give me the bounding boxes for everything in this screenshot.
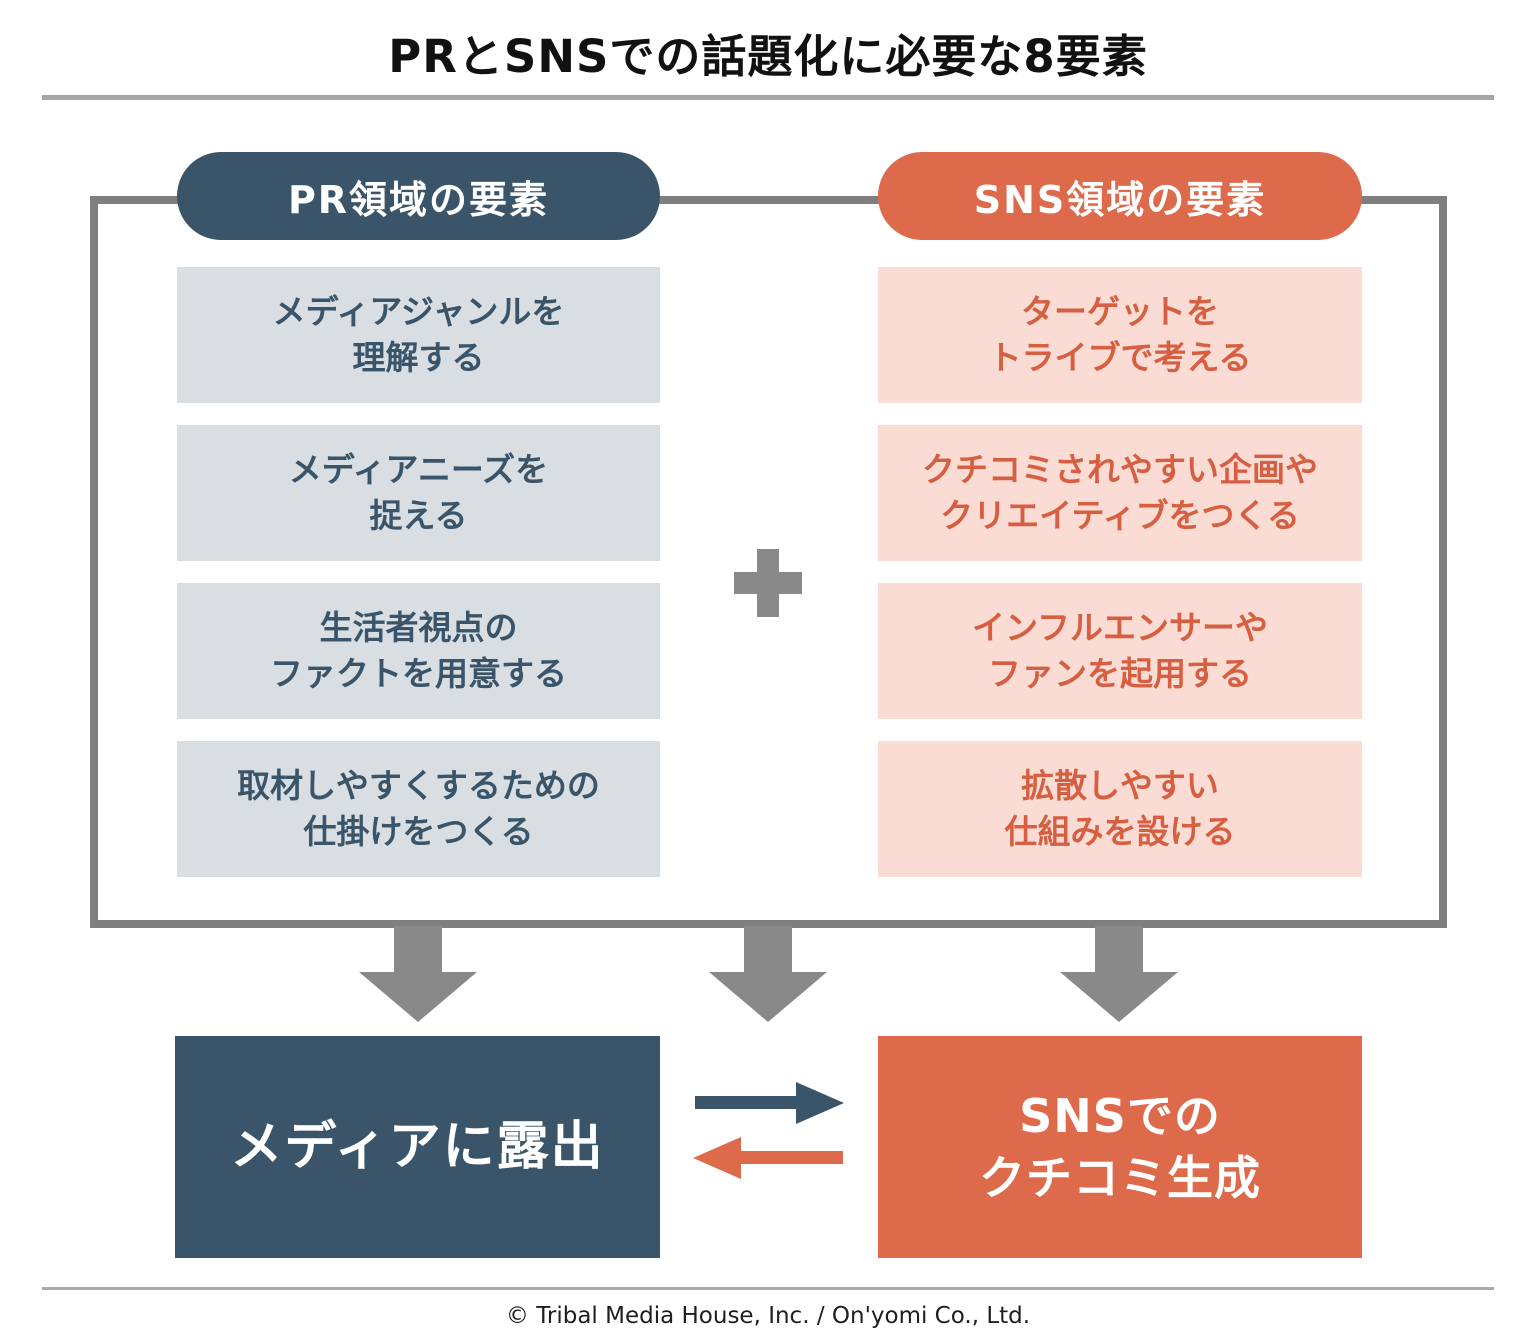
sns-item-3: インフルエンサーや ファンを起用する [878, 583, 1362, 719]
pr-item-4: 取材しやすくするための 仕掛けをつくる [177, 741, 660, 877]
sns-item-2-line2: クリエイティブをつくる [940, 496, 1300, 535]
sns-word-of-mouth-box: SNSでの クチコミ生成 [878, 1036, 1362, 1258]
left-arrow-icon [739, 1151, 843, 1164]
sns-item-2-line1: クチコミされやすい企画や [922, 450, 1318, 490]
right-arrow-icon [695, 1096, 799, 1109]
footer-copyright: © Tribal Media House, Inc. / On'yomi Co.… [505, 1303, 1031, 1329]
page-title: PRとSNSでの話題化に必要な8要素 [388, 30, 1148, 83]
sns-word-of-mouth-line1: SNSでの [1019, 1088, 1221, 1143]
sns-section-header-label: SNS領域の要素 [973, 177, 1267, 222]
plus-icon [734, 549, 802, 617]
pr-item-2-line2: 捉える [369, 496, 468, 535]
sns-section-header: SNS領域の要素 [878, 152, 1362, 240]
sns-item-4-line1: 拡散しやすい [1021, 766, 1219, 806]
pr-item-3-line1: 生活者視点の [319, 608, 518, 648]
pr-item-4-line1: 取材しやすくするための [237, 766, 600, 806]
pr-item-2: メディアニーズを 捉える [177, 425, 660, 561]
footer-divider [42, 1287, 1494, 1290]
pr-item-1-line2: 理解する [352, 338, 485, 377]
plus-icon-horizontal-bar [734, 572, 802, 594]
sns-item-1: ターゲットを トライブで考える [878, 267, 1362, 403]
pr-item-2-line1: メディアニーズを [288, 450, 549, 490]
left-arrow-icon-head [693, 1137, 741, 1179]
pr-item-3: 生活者視点の ファクトを用意する [177, 583, 660, 719]
pr-item-1: メディアジャンルを 理解する [177, 267, 660, 403]
sns-item-3-line2: ファンを起用する [988, 654, 1252, 693]
sns-item-3-line1: インフルエンサーや [971, 608, 1268, 648]
sns-item-1-line1: ターゲットを [1021, 292, 1219, 332]
pr-item-3-line2: ファクトを用意する [270, 654, 567, 693]
pr-section-header: PR領域の要素 [177, 152, 660, 240]
media-exposure-box: メディアに露出 [175, 1036, 660, 1258]
pr-item-1-line1: メディアジャンルを [272, 292, 565, 332]
sns-item-4-line2: 仕組みを設ける [1004, 812, 1236, 851]
pr-section-header-label: PR領域の要素 [287, 177, 550, 222]
sns-word-of-mouth-line2: クチコミ生成 [979, 1151, 1261, 1205]
right-arrow-icon-head [796, 1082, 844, 1124]
pr-item-4-line2: 仕掛けをつくる [303, 812, 534, 851]
sns-item-2: クチコミされやすい企画や クリエイティブをつくる [878, 425, 1362, 561]
sns-item-4: 拡散しやすい 仕組みを設ける [878, 741, 1362, 877]
media-exposure-label: メディアに露出 [230, 1116, 605, 1177]
sns-item-1-line2: トライブで考える [988, 338, 1252, 377]
title-divider [42, 95, 1494, 100]
